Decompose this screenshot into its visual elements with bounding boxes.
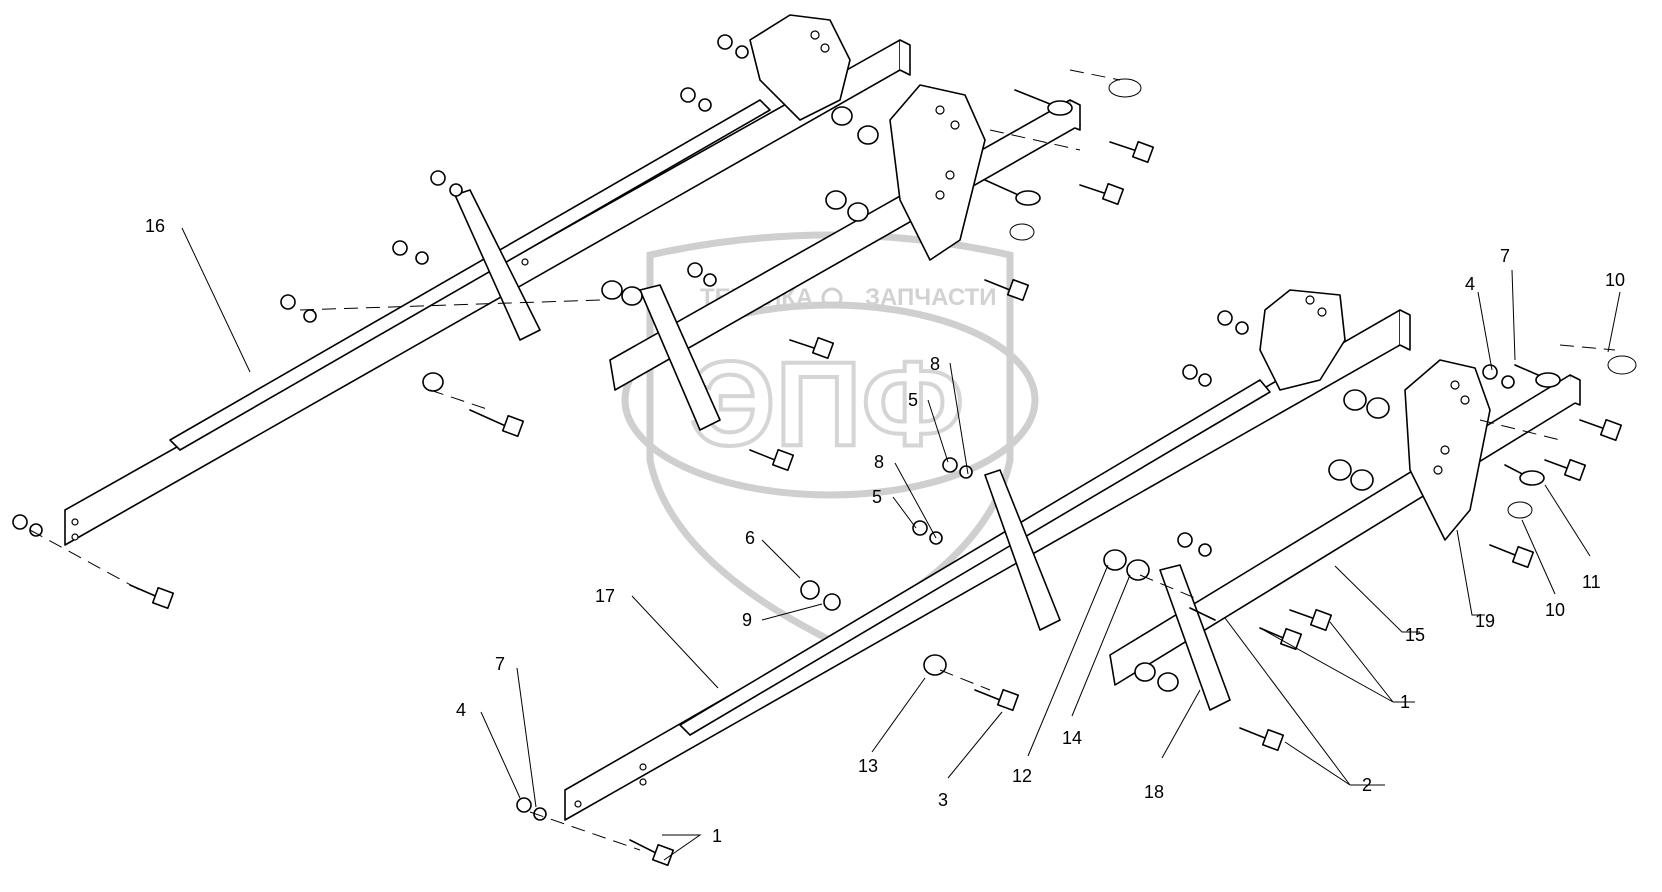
bracket-upper-1 (749, 14, 851, 121)
svg-text:4: 4 (1465, 274, 1475, 294)
callout-5a: 5 (908, 390, 949, 463)
svg-text:10: 10 (1545, 600, 1565, 620)
callout-13: 13 (858, 677, 926, 776)
callout-9: 9 (742, 603, 823, 630)
svg-text:7: 7 (1500, 246, 1510, 266)
svg-text:9: 9 (742, 610, 752, 630)
svg-text:11: 11 (1582, 572, 1601, 592)
callout-11: 11 (1544, 484, 1601, 592)
svg-text:19: 19 (1475, 611, 1495, 631)
svg-text:16: 16 (145, 216, 165, 236)
svg-text:12: 12 (1012, 766, 1032, 786)
watermark-right-text: ЗАПЧАСТИ (865, 284, 997, 311)
callout-10a: 10 (1521, 519, 1565, 620)
callout-2: 2 (1224, 617, 1385, 795)
svg-text:1: 1 (712, 826, 722, 846)
callout-8a: 8 (930, 354, 969, 475)
callout-4b: 4 (1465, 274, 1493, 371)
callout-8b: 8 (874, 452, 937, 539)
plate-upper-mid (454, 189, 541, 341)
svg-text:13: 13 (858, 756, 878, 776)
svg-text:3: 3 (938, 790, 948, 810)
svg-text:14: 14 (1062, 728, 1082, 748)
callout-labels: 16 17 6 9 8 5 8 5 7 4 1 13 3 12 14 18 2 … (145, 216, 1625, 861)
svg-text:8: 8 (874, 452, 884, 472)
callout-6: 6 (745, 528, 801, 579)
callout-3: 3 (938, 711, 1003, 810)
svg-text:15: 15 (1405, 625, 1425, 645)
callout-14: 14 (1062, 574, 1131, 748)
svg-text:5: 5 (872, 487, 882, 507)
plate-18 (1159, 564, 1231, 711)
svg-text:18: 18 (1144, 782, 1164, 802)
callout-7a: 7 (495, 654, 537, 808)
callout-1a: 1 (662, 826, 722, 861)
bracket-upper-2 (889, 84, 986, 261)
callout-7b: 7 (1500, 246, 1516, 361)
svg-text:10: 10 (1605, 270, 1625, 290)
svg-text:5: 5 (908, 390, 918, 410)
callout-19: 19 (1456, 529, 1495, 631)
plate-upper-left (639, 284, 721, 431)
svg-text:7: 7 (495, 654, 505, 674)
beam-16-taper (169, 99, 771, 451)
callout-10b: 10 (1605, 270, 1625, 353)
callout-17: 17 (595, 586, 719, 689)
callout-18: 18 (1144, 689, 1201, 802)
upper-frame-assembly (12, 14, 1155, 610)
callout-16: 16 (145, 216, 251, 373)
svg-text:2: 2 (1362, 775, 1372, 795)
callout-15: 15 (1334, 565, 1425, 645)
svg-text:1: 1 (1400, 692, 1410, 712)
callout-12: 12 (1012, 564, 1109, 786)
callout-1b: 1 (1259, 621, 1415, 712)
svg-text:8: 8 (930, 354, 940, 374)
plate-lower-mid (984, 469, 1061, 631)
watermark-logo: ТЕХНИКА ЗАПЧАСТИ ЭПФ (621, 231, 1039, 644)
callout-4a: 4 (456, 700, 521, 799)
callout-5b: 5 (872, 487, 917, 529)
svg-text:6: 6 (745, 528, 755, 548)
beam-15 (1109, 374, 1581, 686)
lower-frame-assembly (516, 289, 1637, 867)
beam-17-taper (679, 379, 1271, 736)
svg-text:4: 4 (456, 700, 466, 720)
svg-text:17: 17 (595, 586, 615, 606)
